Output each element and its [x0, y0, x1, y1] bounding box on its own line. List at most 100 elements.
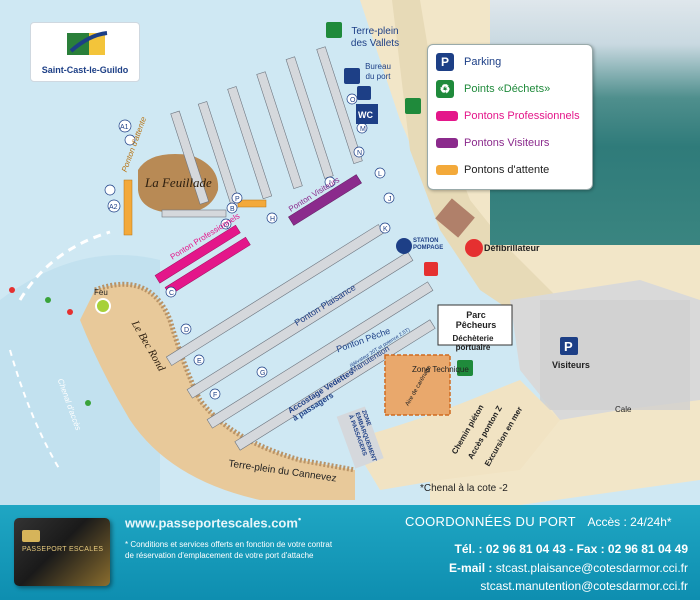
legend-professionnels: Pontons Professionnels — [436, 107, 580, 125]
pontoons-waiting — [123, 179, 267, 236]
letter-a1: A1 — [120, 124, 129, 131]
parc-pecheurs-zone — [437, 304, 513, 346]
logo-text: Saint-Cast-le-Guildo — [41, 65, 129, 75]
parking-visitor-letter: P — [564, 339, 573, 354]
legend-dechets-label: Points «Déchets» — [464, 83, 551, 95]
fuel-icon — [424, 262, 438, 276]
zone-embarquement — [336, 406, 384, 469]
town-logo: Saint-Cast-le-Guildo — [30, 22, 140, 82]
pontoon-n — [256, 71, 303, 189]
wc-label: WC — [358, 110, 373, 120]
access-channel-2 — [9, 349, 61, 471]
harbour-office-icon — [357, 86, 371, 100]
letter-d: D — [184, 327, 189, 334]
conditions-note: * Conditions et services offerts en fonc… — [125, 540, 333, 560]
waste-icon-low — [457, 360, 473, 376]
coordinates-heading: COORDONNÉES DU PORT Accès : 24/24h* — [405, 514, 672, 529]
parking-visitor-icon — [560, 337, 578, 355]
passeport-url-text[interactable]: www.passeportescales.com — [125, 515, 298, 531]
waste-icon-top — [326, 22, 342, 38]
letter-o: O — [350, 97, 356, 104]
feu-light — [95, 298, 111, 314]
pontoons-visitor — [288, 174, 362, 226]
parking-icon: P — [436, 53, 454, 71]
professional-swatch — [436, 111, 458, 121]
letter-j: J — [388, 196, 392, 203]
label-terre-plein-vallets: Terre-plein des Vallets — [350, 26, 400, 49]
station-pompage-icon — [396, 238, 412, 254]
label-chenal-cote: *Chenal à la cote -2 — [420, 483, 508, 494]
letter-g: G — [260, 370, 265, 377]
logo-emblem — [67, 31, 108, 55]
label-parc-pecheurs: Parc Pêcheurs — [455, 310, 497, 330]
map-legend: P Parking ♻ Points «Déchets» Pontons Pro… — [427, 44, 593, 190]
legend-attente-label: Pontons d'attente — [464, 164, 550, 176]
defibrillator-icon — [465, 239, 483, 257]
legend-parking-label: Parking — [464, 56, 502, 68]
buoy-red-2 — [67, 309, 73, 315]
footer: PASSEPORT ESCALES www.passeportescales.c… — [0, 505, 700, 600]
buoy-green — [45, 297, 51, 303]
pontoons-south — [165, 224, 436, 451]
passeport-url-mark: • — [297, 514, 302, 524]
legend-parking: P Parking — [436, 53, 501, 71]
label-bureau-du-port: Bureau du port — [365, 62, 391, 81]
waste-icon-mid — [405, 98, 421, 114]
defibrillator-zone — [435, 198, 475, 238]
pontoon-letters: A1 A2 B C D E F G H I J K L M N O P Q — [104, 93, 395, 400]
pontoon-attente-1 — [123, 179, 133, 236]
email-manutention[interactable]: stcast.manutention@cotesdarmor.cci.fr — [480, 579, 688, 593]
pontoon-g — [234, 319, 436, 451]
pontoon-e — [186, 251, 414, 399]
breakwater-cannevez — [80, 284, 355, 500]
letter-f: F — [213, 392, 217, 399]
letter-i: I — [329, 180, 331, 187]
email-line-1: E-mail : stcast.plaisance@cotesdarmor.cc… — [449, 561, 688, 575]
label-la-feuillade: La Feuillade — [145, 175, 212, 190]
pontoon-c-pro — [154, 224, 241, 284]
email-plaisance[interactable]: stcast.plaisance@cotesdarmor.cci.fr — [495, 561, 688, 575]
letter-n: N — [357, 150, 362, 157]
legend-attente: Pontons d'attente — [436, 161, 549, 179]
card-chip — [22, 530, 40, 542]
card-title: PASSEPORT ESCALES — [22, 546, 104, 553]
pontoon-k — [170, 110, 210, 205]
main-walkway — [161, 209, 227, 218]
email-line-2: stcast.manutention@cotesdarmor.cci.fr — [480, 579, 688, 593]
buoy-green-2 — [85, 400, 91, 406]
letter-l: L — [378, 171, 382, 178]
passeport-url[interactable]: www.passeportescales.com• — [125, 514, 301, 530]
letter-p: P — [235, 196, 240, 203]
label-visiteurs: Visiteurs — [552, 360, 590, 370]
letter-h: H — [270, 216, 275, 223]
phone-line: Tél. : 02 96 81 04 43 - Fax : 02 96 81 0… — [454, 542, 689, 556]
legend-professionnels-label: Pontons Professionnels — [464, 110, 580, 122]
access-channel — [18, 230, 111, 301]
label-feu: Feu — [94, 288, 108, 297]
letter-e: E — [197, 358, 202, 365]
pontoon-attente-2 — [237, 199, 267, 208]
visitor-swatch — [436, 138, 458, 148]
zone-technique — [384, 354, 451, 416]
legend-visiteurs: Pontons Visiteurs — [436, 134, 549, 152]
wc-building — [356, 104, 378, 124]
letter-q: Q — [224, 222, 230, 229]
label-defibrillateur: Défibrillateur — [484, 243, 540, 253]
label-cale: Cale — [615, 405, 632, 414]
email-label: E-mail : — [449, 561, 493, 575]
letter-k: K — [383, 226, 388, 233]
waiting-swatch — [436, 165, 458, 175]
legend-dechets: ♻ Points «Déchets» — [436, 80, 550, 98]
pontoon-p — [316, 46, 363, 164]
waste-icon: ♻ — [436, 80, 454, 98]
pontoon-m — [227, 86, 273, 200]
pontoons-north — [170, 46, 363, 210]
pontoon-i-visitor — [288, 174, 362, 226]
coord-title: COORDONNÉES DU PORT — [405, 514, 576, 529]
letter-c: C — [169, 290, 174, 297]
letter-m: M — [360, 126, 366, 133]
pontoon-f — [206, 281, 434, 429]
legend-visiteurs-label: Pontons Visiteurs — [464, 137, 550, 149]
beach — [350, 380, 560, 490]
letter-b: B — [230, 206, 235, 213]
